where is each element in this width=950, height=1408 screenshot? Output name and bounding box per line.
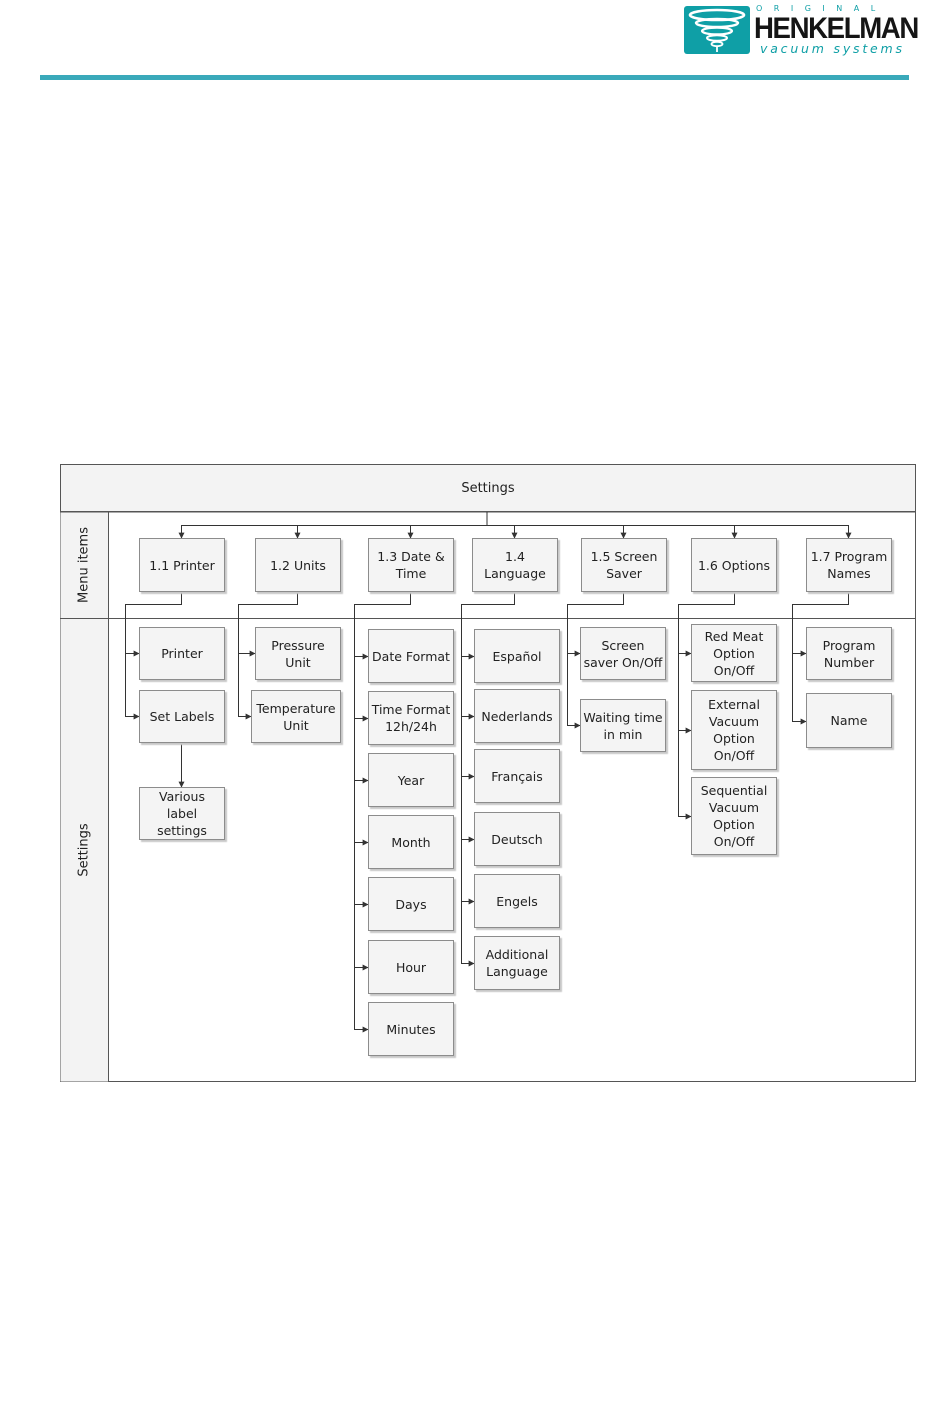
setting-year: Year — [368, 753, 454, 807]
menu-item-printer: 1.1 Printer — [139, 538, 225, 592]
setting-language-nederlands: Nederlands — [474, 689, 560, 743]
setting-screen-saver-onoff: Screen saver On/Off — [580, 627, 666, 680]
setting-month: Month — [368, 815, 454, 869]
setting-sequential-vacuum-option: Sequential Vacuum Option On/Off — [691, 777, 777, 855]
setting-waiting-time: Waiting time in min — [580, 699, 666, 752]
lane-label-settings: Settings — [76, 823, 92, 877]
logo-subtitle: vacuum systems — [760, 41, 905, 56]
henkelman-logo: ORIGINAL HENKELMAN vacuum systems — [684, 4, 919, 56]
menu-item-screen-saver: 1.5 Screen Saver — [581, 538, 667, 592]
setting-language-deutsch: Deutsch — [474, 812, 560, 866]
setting-hour: Hour — [368, 940, 454, 994]
logo-brand-text: HENKELMAN — [754, 12, 919, 45]
menu-item-program-names: 1.7 Program Names — [806, 538, 892, 592]
diagram-title: Settings — [461, 480, 515, 496]
logo-original-text: ORIGINAL — [756, 4, 887, 13]
setting-temperature-unit: Temperature Unit — [251, 690, 341, 743]
setting-language-engels: Engels — [474, 874, 560, 928]
settings-menu-diagram: Settings Menu items Settings 1.1 Printer… — [60, 464, 916, 1082]
setting-minutes: Minutes — [368, 1002, 454, 1056]
setting-time-format: Time Format 12h/24h — [368, 691, 454, 745]
menu-item-options: 1.6 Options — [691, 538, 777, 592]
setting-printer: Printer — [139, 627, 225, 680]
setting-language-additional: Additional Language — [474, 936, 560, 990]
menu-item-language: 1.4 Language — [472, 538, 558, 592]
setting-pressure-unit: Pressure Unit — [255, 627, 341, 680]
menu-item-units: 1.2 Units — [255, 538, 341, 592]
setting-language-francais: Français — [474, 749, 560, 803]
setting-language-espanol: Español — [474, 629, 560, 683]
vortex-logo-icon — [684, 6, 750, 54]
setting-program-name: Name — [806, 693, 892, 748]
setting-days: Days — [368, 877, 454, 931]
setting-red-meat-option: Red Meat Option On/Off — [691, 624, 777, 682]
setting-various-label-settings: Various label settings — [139, 787, 225, 840]
menu-item-date-time: 1.3 Date & Time — [368, 538, 454, 592]
setting-external-vacuum-option: External Vacuum Option On/Off — [691, 690, 777, 770]
lane-label-menu-items: Menu items — [76, 527, 92, 603]
setting-program-number: Program Number — [806, 627, 892, 680]
setting-date-format: Date Format — [368, 629, 454, 683]
setting-set-labels: Set Labels — [139, 690, 225, 743]
header-rule — [40, 75, 909, 80]
